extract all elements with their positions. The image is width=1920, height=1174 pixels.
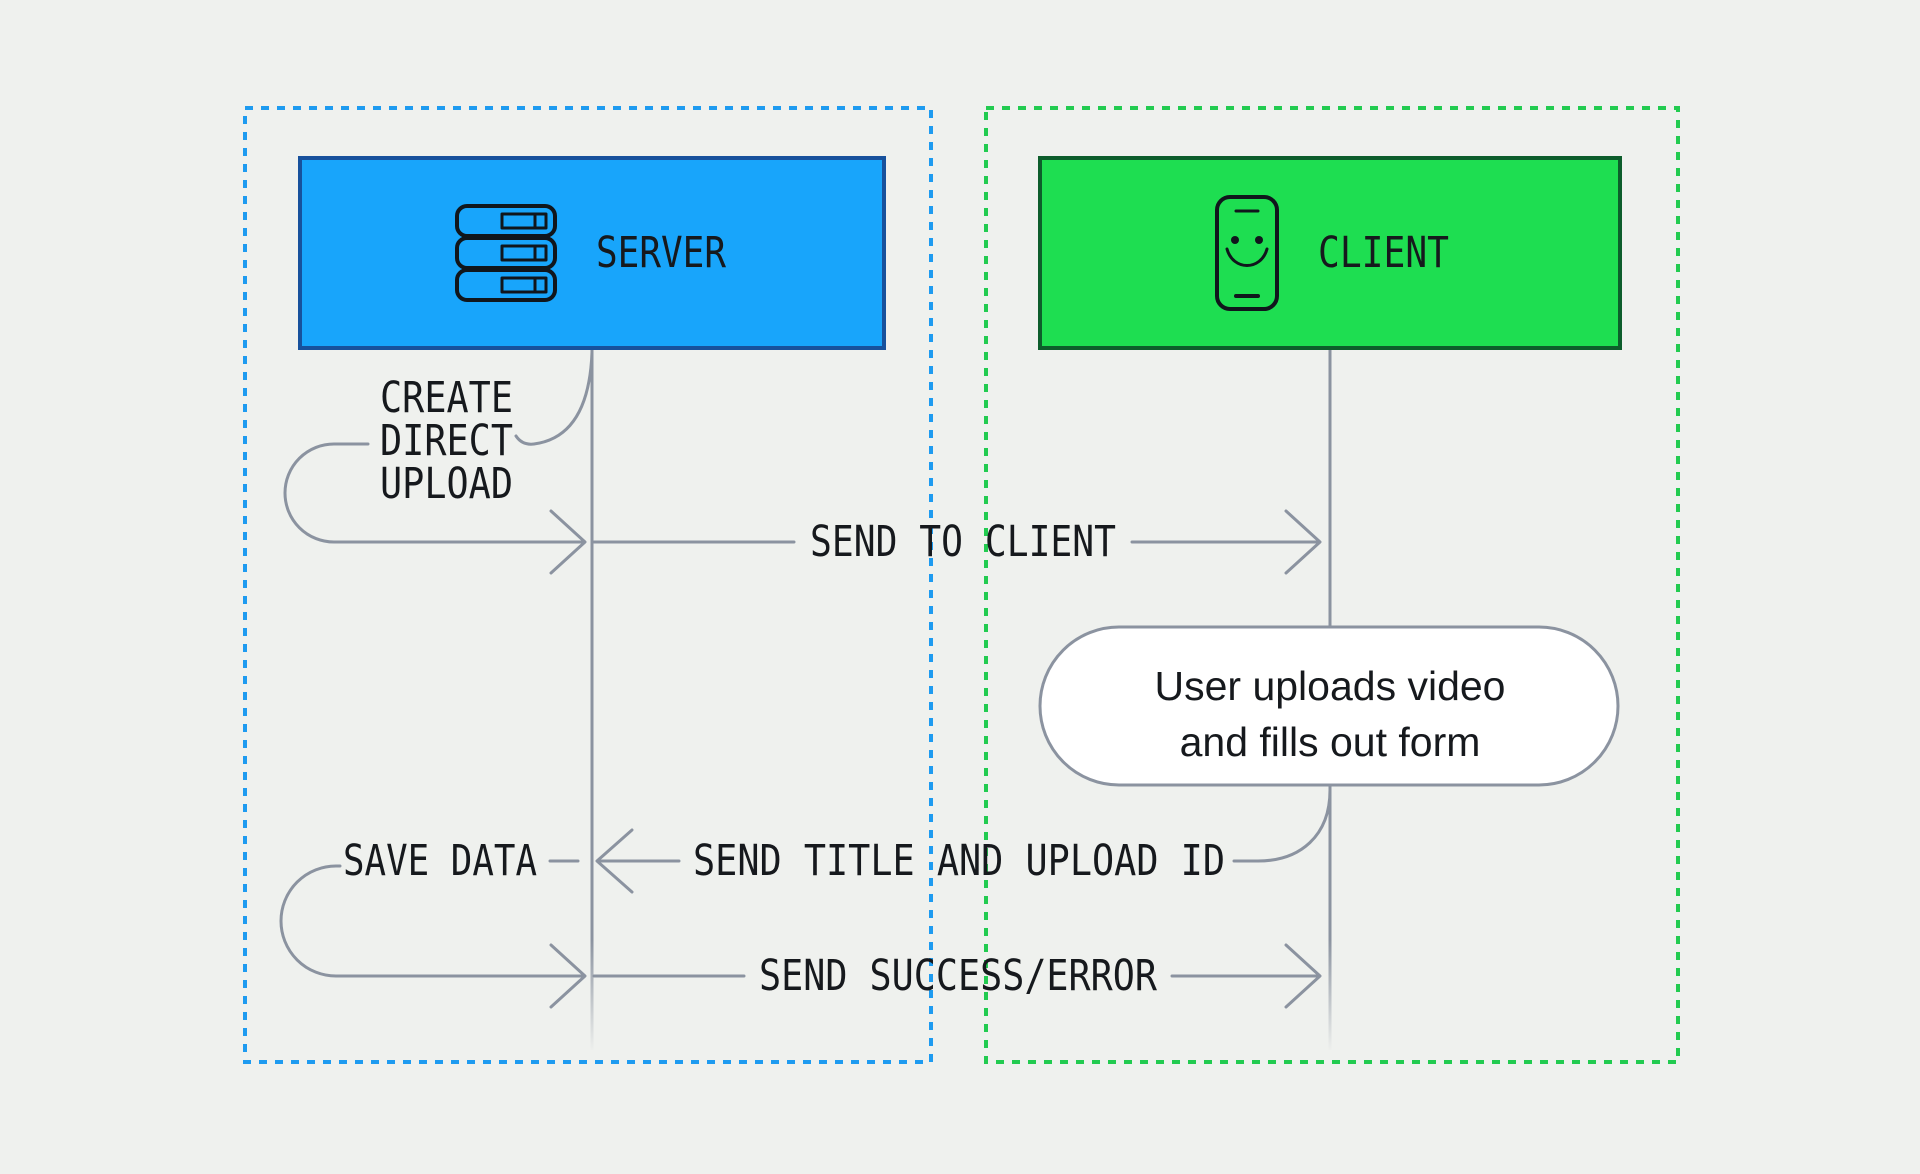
send-title-upload-id-arrow: SEND TITLE AND UPLOAD ID SAVE DATA <box>343 788 1332 894</box>
create-direct-upload-line3: UPLOAD <box>380 459 513 509</box>
send-to-client-label: SEND TO CLIENT <box>810 517 1116 567</box>
arrowhead-right-icon <box>549 509 587 575</box>
loop-out-curve <box>279 864 585 978</box>
loop-out-curve <box>283 442 585 544</box>
message-curve-right <box>1232 788 1332 863</box>
arrowhead-right-icon <box>549 943 587 1009</box>
create-direct-upload-line2: DIRECT <box>380 416 513 466</box>
arrowhead-left-icon <box>595 828 634 894</box>
send-to-client-arrow: SEND TO CLIENT <box>592 509 1322 575</box>
save-data-loop <box>279 864 587 1009</box>
send-title-upload-id-label: SEND TITLE AND UPLOAD ID <box>693 836 1225 886</box>
send-success-error-arrow: SEND SUCCESS/ERROR <box>592 943 1322 1009</box>
user-note-line1: User uploads video <box>1155 663 1506 709</box>
server-header-box <box>298 156 886 350</box>
user-note-line2: and fills out form <box>1180 719 1481 765</box>
server-title: SERVER <box>596 228 726 278</box>
client-region-border <box>984 106 1680 1064</box>
client-header-box <box>1038 156 1622 350</box>
create-direct-upload-line1: CREATE <box>380 373 513 423</box>
client-title: CLIENT <box>1318 228 1449 278</box>
smartphone-smiley-icon <box>1215 195 1279 311</box>
arrowhead-right-icon <box>1284 943 1322 1009</box>
note-pill-shape <box>1038 625 1620 787</box>
loop-in-curve <box>514 350 594 446</box>
user-note-pill: User uploads video and fills out form <box>1038 625 1620 787</box>
server-stack-icon <box>455 204 557 302</box>
save-data-label: SAVE DATA <box>343 836 537 886</box>
send-success-error-label: SEND SUCCESS/ERROR <box>759 951 1157 1001</box>
server-header: SERVER <box>298 156 886 350</box>
create-direct-upload-loop: CREATE DIRECT UPLOAD <box>283 350 594 575</box>
client-header: CLIENT <box>1038 156 1622 350</box>
server-region-border <box>243 106 933 1064</box>
arrowhead-right-icon <box>1284 509 1322 575</box>
